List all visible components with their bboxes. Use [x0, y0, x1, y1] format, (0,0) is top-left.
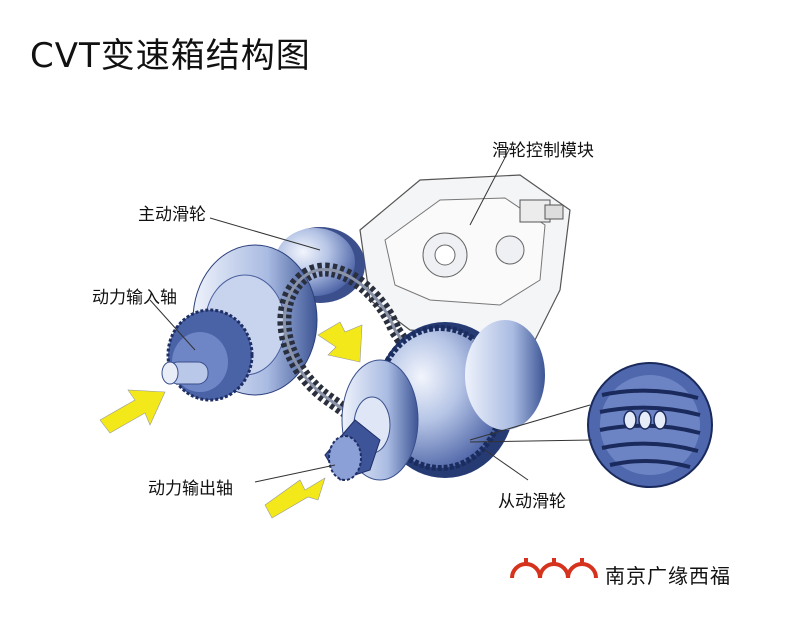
output-shaft-gear — [324, 419, 381, 481]
input-arrow — [99, 389, 166, 434]
label-driven-pulley: 从动滑轮 — [498, 492, 566, 512]
pulley-control-module — [359, 174, 571, 341]
input-shaft-gear — [161, 308, 254, 402]
chain-direction-arrow — [317, 321, 363, 363]
label-pulley-control-module: 滑轮控制模块 — [492, 141, 594, 161]
label-drive-pulley: 主动滑轮 — [138, 205, 206, 225]
brand-logo-icon — [508, 558, 600, 588]
leader-lines — [149, 147, 593, 483]
label-output-shaft: 动力输出轴 — [148, 479, 233, 499]
output-arrow — [264, 477, 326, 519]
chain-detail-inset — [587, 362, 713, 488]
label-input-shaft: 动力输入轴 — [92, 288, 177, 308]
brand-name: 南京广缘西福 — [605, 564, 731, 588]
driven-pulley — [341, 320, 545, 481]
page-title: CVT变速箱结构图 — [30, 36, 311, 76]
